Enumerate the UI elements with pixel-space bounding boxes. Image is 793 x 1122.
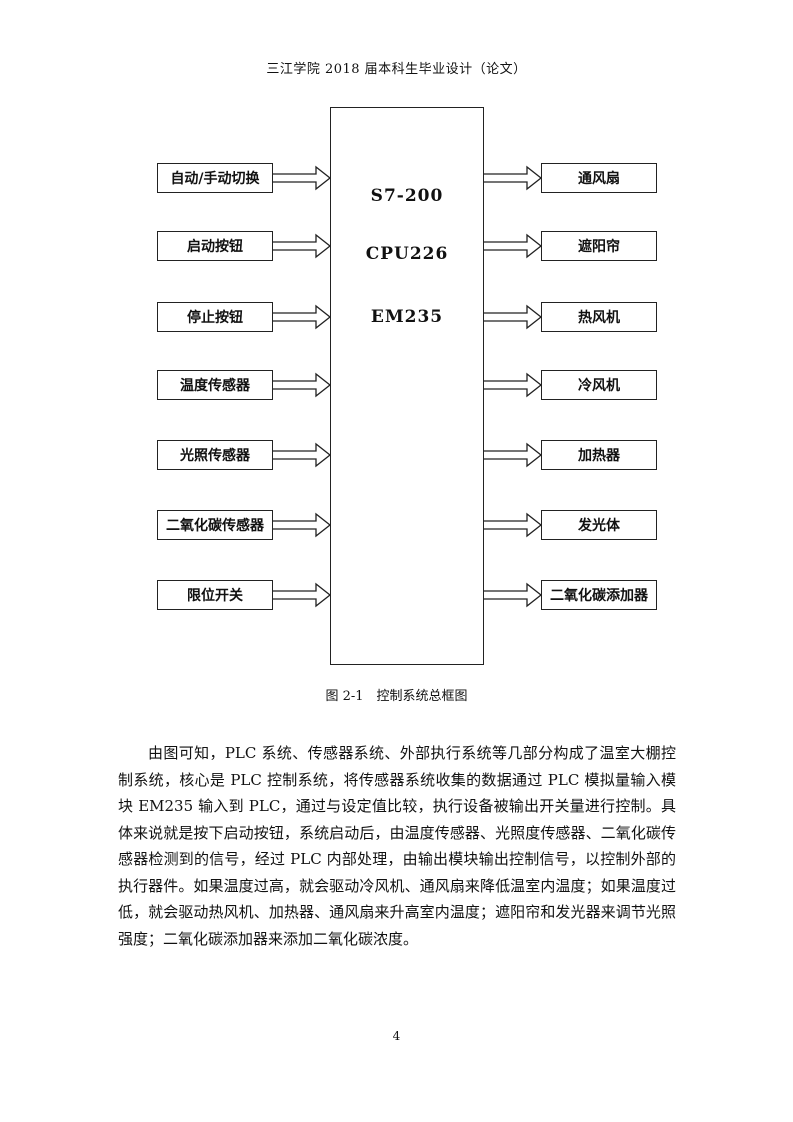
input-temperature-sensor: 温度传感器 <box>157 370 273 400</box>
page-header: 三江学院 2018 届本科生毕业设计（论文） <box>266 62 527 77</box>
input-arrow <box>273 372 332 398</box>
input-arrow <box>273 582 332 608</box>
output-arrow <box>484 304 543 330</box>
input-light-sensor: 光照传感器 <box>157 440 273 470</box>
output-sunshade: 遮阳帘 <box>541 231 657 261</box>
plc-cpu-block: S7-200 CPU226 EM235 <box>330 107 484 665</box>
input-arrow <box>273 442 332 468</box>
output-cold-air-blower: 冷风机 <box>541 370 657 400</box>
output-arrow <box>484 372 543 398</box>
input-co2-sensor: 二氧化碳传感器 <box>157 510 273 540</box>
output-light-emitter: 发光体 <box>541 510 657 540</box>
cpu-type-label: CPU226 <box>365 244 449 264</box>
output-heater: 加热器 <box>541 440 657 470</box>
input-stop-button: 停止按钮 <box>157 302 273 332</box>
output-co2-generator: 二氧化碳添加器 <box>541 580 657 610</box>
output-arrow <box>484 165 543 191</box>
figure-caption: 图 2-1 控制系统总框图 <box>325 689 468 704</box>
output-arrow <box>484 582 543 608</box>
output-ventilation-fan: 通风扇 <box>541 163 657 193</box>
cpu-model-label: S7-200 <box>370 186 444 206</box>
input-limit-switch: 限位开关 <box>157 580 273 610</box>
output-hot-air-blower: 热风机 <box>541 302 657 332</box>
input-auto-manual-switch: 自动/手动切换 <box>157 163 273 193</box>
input-arrow <box>273 304 332 330</box>
control-system-block-diagram: S7-200 CPU226 EM235 自动/手动切换 启动按钮 停止按钮 温度… <box>157 107 657 665</box>
output-arrow <box>484 512 543 538</box>
input-start-button: 启动按钮 <box>157 231 273 261</box>
output-arrow <box>484 233 543 259</box>
analog-module-label: EM235 <box>370 307 444 327</box>
page-number: 4 <box>392 1029 401 1043</box>
output-arrow <box>484 442 543 468</box>
input-arrow <box>273 512 332 538</box>
input-arrow <box>273 233 332 259</box>
body-paragraph: 由图可知，PLC 系统、传感器系统、外部执行系统等几部分构成了温室大棚控制系统，… <box>118 744 676 948</box>
input-arrow <box>273 165 332 191</box>
